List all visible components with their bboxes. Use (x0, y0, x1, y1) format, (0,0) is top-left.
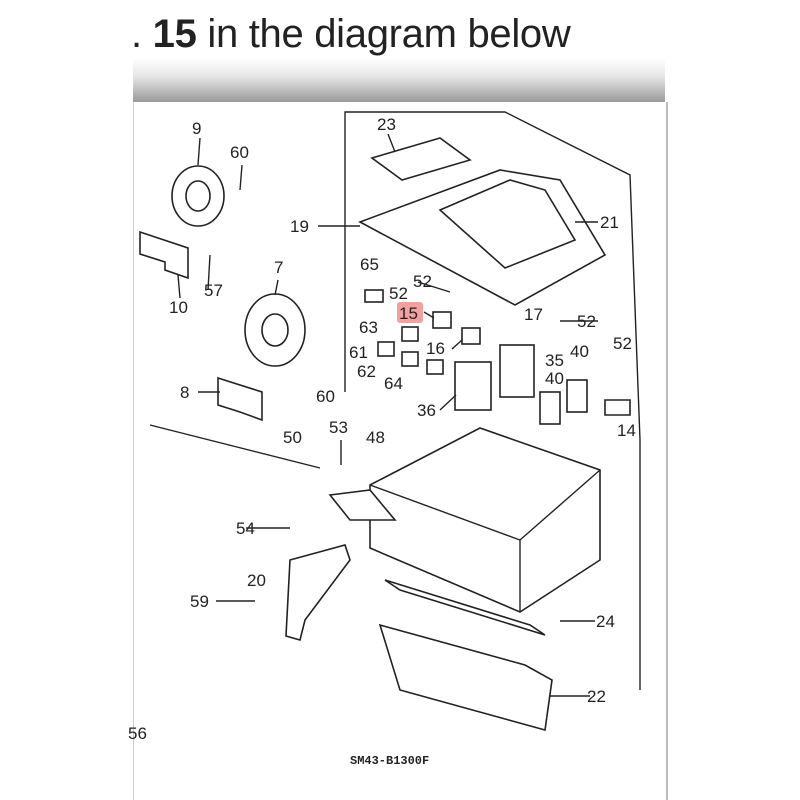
part-number: 15 (152, 12, 197, 56)
label-59: 59 (190, 592, 209, 611)
part-65-fuse (364, 289, 384, 303)
part-40-relay-b (566, 379, 588, 413)
box-mount-tab (328, 489, 397, 521)
part-23-label-sheet (370, 137, 472, 181)
label-52: 52 (613, 334, 632, 353)
label-9: 9 (192, 119, 201, 138)
part-22-lower-case (378, 623, 553, 732)
label-7: 7 (274, 258, 283, 277)
label-23: 23 (377, 115, 396, 134)
label-64: 64 (384, 374, 403, 393)
label-15: 15 (399, 304, 418, 323)
part-63-fuse (401, 326, 419, 342)
label-20: 20 (247, 571, 266, 590)
part-24-gasket (384, 579, 546, 636)
label-40: 40 (545, 369, 564, 388)
label-35: 35 (545, 351, 564, 370)
part-16-relay (461, 327, 481, 345)
label-52: 52 (577, 312, 596, 331)
horn-center (185, 180, 211, 212)
caption-text: . 15 in the diagram below (131, 12, 571, 56)
group-outline (344, 111, 641, 690)
label-53: 53 (329, 418, 348, 437)
label-14: 14 (617, 421, 636, 440)
horn-center (261, 313, 289, 347)
part-36-relay (454, 361, 492, 411)
label-52: 52 (389, 284, 408, 303)
box-edges (369, 469, 601, 612)
part-21-cover-lid (438, 179, 577, 269)
label-21: 21 (600, 213, 619, 232)
label-61: 61 (349, 343, 368, 362)
label-19: 19 (290, 217, 309, 236)
label-60: 60 (316, 387, 335, 406)
part-main-fuse-box (369, 427, 601, 613)
label-10: 10 (169, 298, 188, 317)
label-62: 62 (357, 362, 376, 381)
part-64-fuse (426, 359, 444, 375)
label-22: 22 (587, 687, 606, 706)
part-10-bracket (139, 230, 189, 280)
label-24: 24 (596, 612, 615, 631)
label-56: 56 (128, 724, 147, 743)
label-48: 48 (366, 428, 385, 447)
highlight-part-15 (397, 302, 423, 323)
leader-lines (149, 133, 598, 697)
label-54: 54 (236, 519, 255, 538)
part-35-relay (499, 344, 535, 398)
label-8: 8 (180, 383, 189, 402)
label-17: 17 (524, 305, 543, 324)
header-shadow (133, 58, 665, 102)
part-61-fuse (377, 341, 395, 357)
label-60: 60 (230, 143, 249, 162)
label-36: 36 (417, 401, 436, 420)
label-16: 16 (426, 339, 445, 358)
label-40: 40 (570, 342, 589, 361)
part-15-relay (432, 311, 452, 329)
part-8-bracket (217, 376, 263, 422)
part-20-bracket (285, 544, 351, 641)
diagram-code: SM43-B1300F (350, 754, 429, 768)
part-40-relay (539, 391, 561, 425)
label-63: 63 (359, 318, 378, 337)
label-57: 57 (204, 281, 223, 300)
part-62-fuse (401, 351, 419, 367)
label-65: 65 (360, 255, 379, 274)
label-50: 50 (283, 428, 302, 447)
label-52: 52 (413, 272, 432, 291)
part-14-bracket (604, 399, 631, 416)
